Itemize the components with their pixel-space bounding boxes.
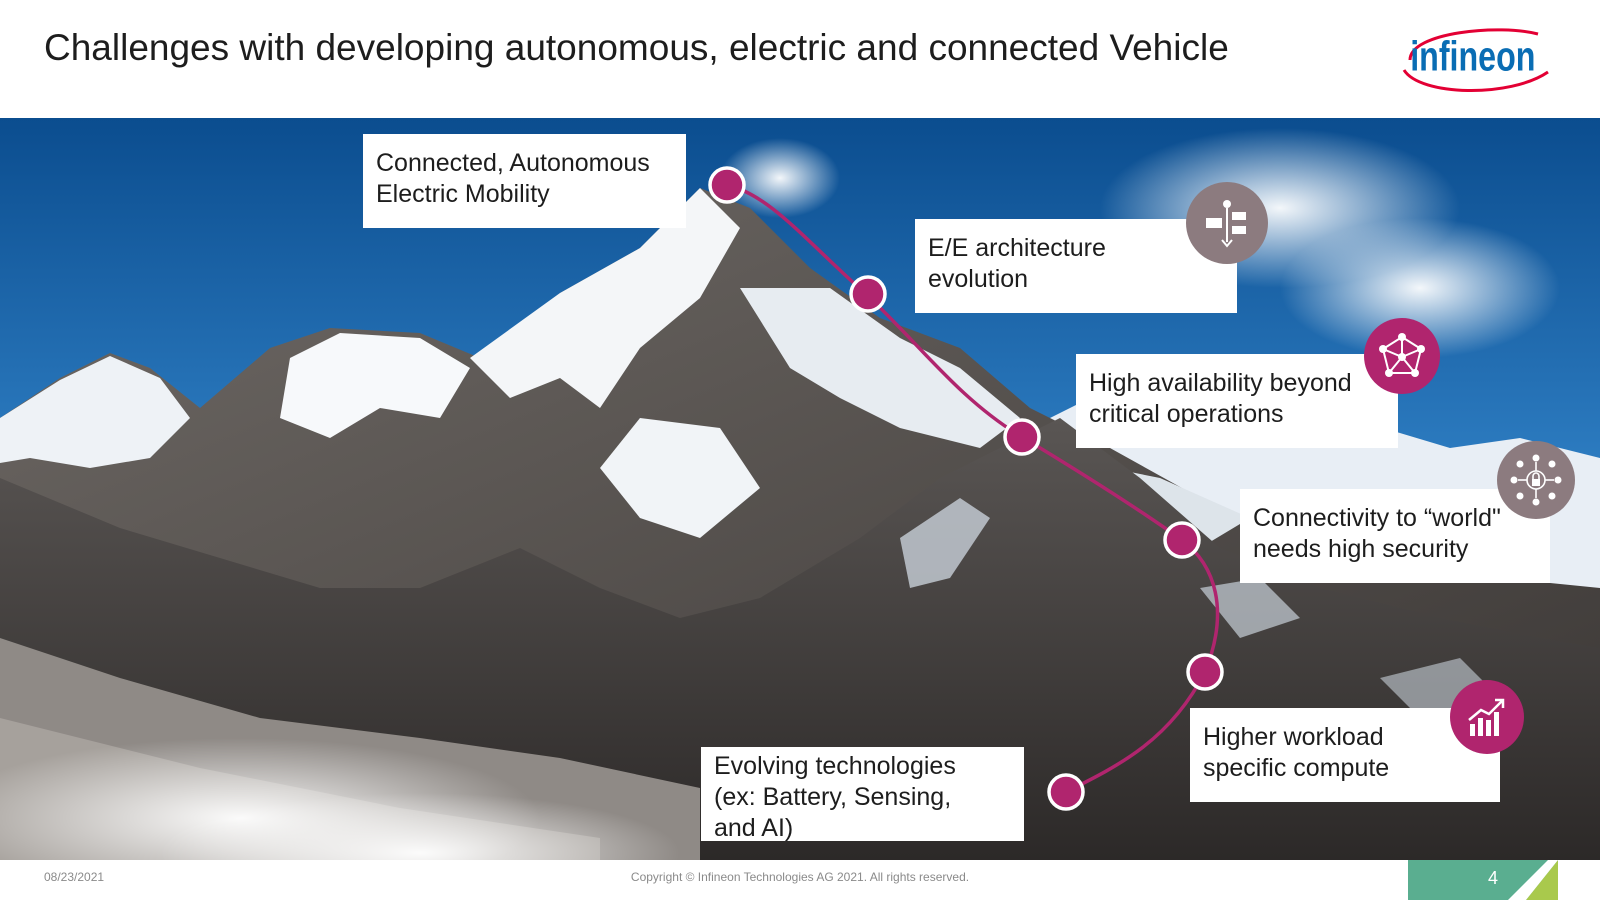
callout-text: Evolving technologies (ex: Battery, Sens… [714, 752, 956, 842]
callout-ee-architecture: E/E architecture evolution [915, 219, 1237, 313]
callout-text: High availability beyond critical operat… [1089, 369, 1352, 428]
path-node [849, 275, 887, 313]
callout-high-availability: High availability beyond critical operat… [1076, 354, 1398, 448]
footer-date: 08/23/2021 [44, 870, 105, 884]
callout-text: E/E architecture evolution [928, 234, 1106, 293]
logo-wordmark: infineon [1410, 33, 1535, 80]
lock-network-icon [1497, 441, 1575, 519]
callout-evolving-technologies: Evolving technologies (ex: Battery, Sens… [701, 747, 1024, 842]
path-node [1047, 773, 1085, 811]
cloud [720, 138, 840, 218]
footer-copyright: Copyright © Infineon Technologies AG 202… [630, 870, 970, 884]
callout-connectivity-security: Connectivity to “world" needs high secur… [1240, 489, 1550, 583]
callout-text: Higher workload specific compute [1203, 723, 1390, 782]
network-icon [1364, 318, 1440, 394]
path-node [1186, 653, 1224, 691]
path-node [1003, 418, 1041, 456]
page-number: 4 [1488, 868, 1499, 888]
growth-chart-icon [1450, 680, 1524, 754]
hierarchy-icon [1186, 182, 1268, 264]
callout-workload-compute: Higher workload specific compute [1190, 708, 1500, 802]
path-line [725, 183, 1220, 794]
callout-text: Connectivity to “world" needs high secur… [1253, 504, 1501, 563]
slide-footer: 08/23/2021 Copyright © Infineon Technolo… [0, 860, 1600, 900]
infineon-logo: infineon [1402, 28, 1549, 92]
path-node [708, 166, 746, 204]
callout-text: Connected, Autonomous Electric Mobility [376, 149, 650, 208]
page-number-tab [1408, 860, 1558, 900]
cloud [160, 793, 680, 860]
callout-summit: Connected, Autonomous Electric Mobility [363, 134, 686, 228]
path-node [1163, 521, 1201, 559]
slide-title: Challenges with developing autonomous, e… [44, 27, 1229, 68]
cloud [1280, 218, 1560, 358]
